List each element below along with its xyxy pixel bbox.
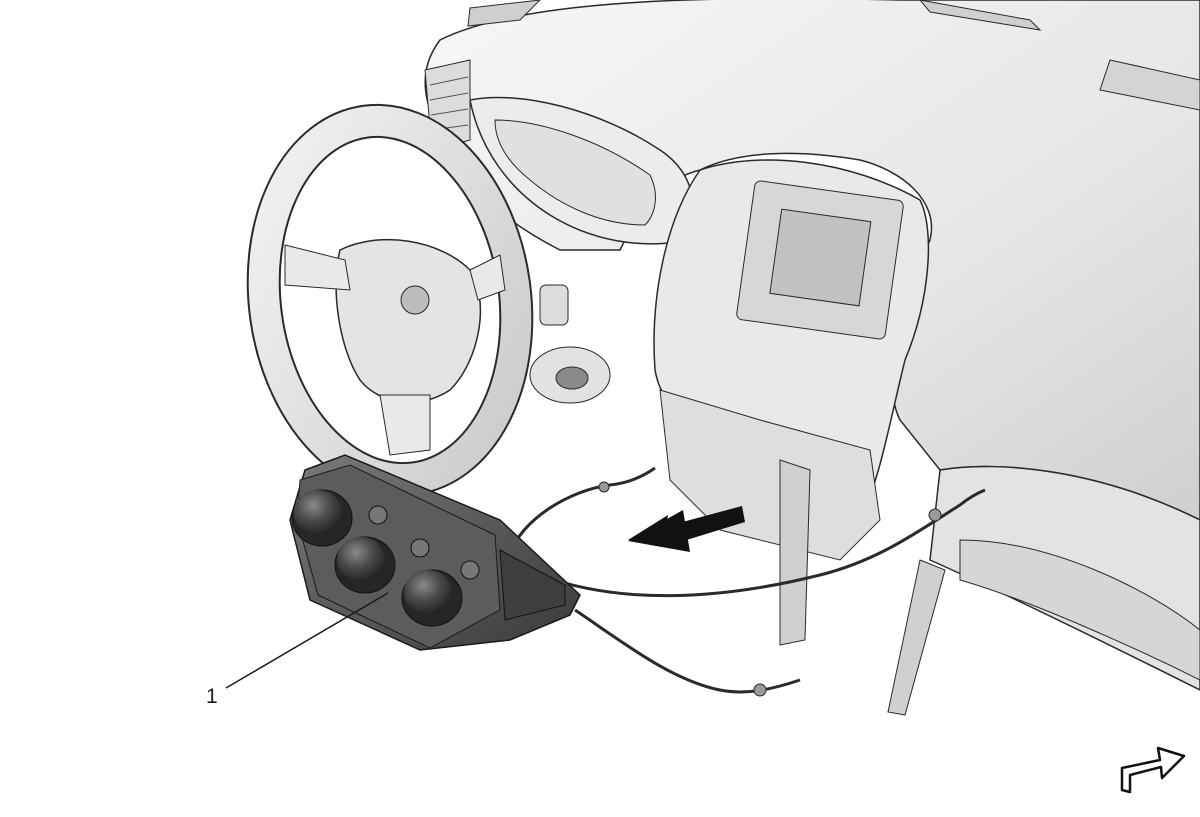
glove-box-lid <box>959 539 1200 681</box>
hvac-button <box>460 560 480 580</box>
steering-wheel-rim-fill <box>248 105 532 495</box>
cable-long-passenger <box>539 488 986 598</box>
radio-cavity <box>769 208 872 307</box>
hvac-knob-fan <box>291 489 353 547</box>
steering-wheel-spoke-right <box>469 254 506 301</box>
removal-direction-arrow-icon <box>628 506 745 552</box>
hvac-control-module <box>289 454 581 651</box>
callout-leader-line <box>225 592 389 689</box>
steering-wheel-spoke-left <box>284 244 351 291</box>
hvac-module-connector <box>499 549 566 621</box>
steering-wheel <box>246 103 534 497</box>
column-switch-stalk <box>539 284 569 326</box>
hvac-button <box>410 538 430 558</box>
callout-number: 1 <box>206 685 218 708</box>
steering-wheel-hub <box>335 238 482 403</box>
support-bracket-right <box>887 559 946 716</box>
control-cables <box>508 466 986 697</box>
callout-1: 1 <box>206 592 389 708</box>
side-vent <box>1099 59 1200 111</box>
steering-wheel-spoke-bottom <box>379 394 431 456</box>
cable-upper <box>508 466 656 556</box>
hvac-knob-temperature <box>401 569 463 627</box>
front-of-vehicle-arrow-icon <box>1120 746 1186 794</box>
instrument-cluster-opening <box>494 119 656 226</box>
support-bracket-left <box>779 459 811 646</box>
hvac-button <box>368 505 388 525</box>
defrost-vent-right <box>919 0 1042 31</box>
hvac-knob-mode <box>334 536 396 594</box>
cable-lower <box>574 608 801 694</box>
airbag-mount-bolt <box>400 285 430 315</box>
ignition-switch <box>555 366 589 390</box>
instrument-panel <box>424 0 1200 716</box>
defrost-vent <box>467 0 541 27</box>
